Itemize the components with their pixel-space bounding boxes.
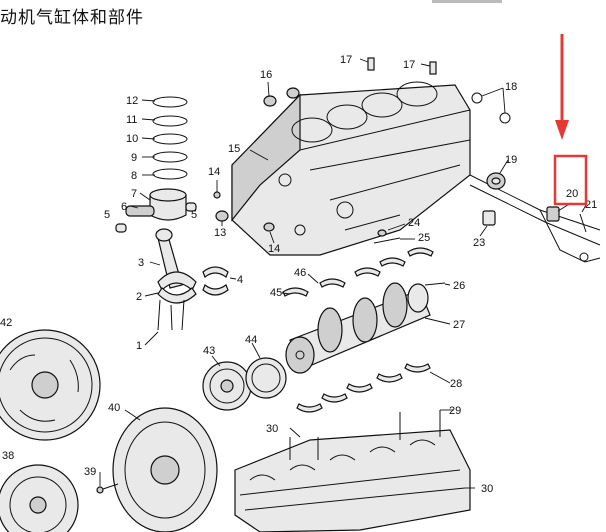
label-30-left: 30 <box>266 423 278 435</box>
label-10: 10 <box>126 133 138 145</box>
leader-lines <box>99 58 587 489</box>
connecting-rod <box>155 228 197 331</box>
cylinder-block <box>231 81 471 256</box>
label-4: 4 <box>237 274 243 286</box>
part-number-labels: 12 11 10 9 8 7 6 5 5 3 2 1 4 14 13 14 15… <box>0 54 597 495</box>
highlight-annotation <box>553 34 588 206</box>
label-1: 1 <box>136 340 142 352</box>
label-5-left: 5 <box>104 209 110 221</box>
label-17-left: 17 <box>340 54 352 66</box>
label-2: 2 <box>136 291 142 303</box>
highlight-box <box>553 154 588 206</box>
rear-main-seal <box>245 357 287 399</box>
label-13: 13 <box>214 227 226 239</box>
small-hardware-misc <box>170 191 587 331</box>
label-6: 6 <box>121 201 127 213</box>
main-bearings <box>282 247 434 413</box>
label-38: 38 <box>2 450 14 462</box>
label-11: 11 <box>126 114 137 126</box>
flywheel-bolt <box>96 483 119 494</box>
label-29: 29 <box>449 405 461 417</box>
main-cap-bolts <box>289 410 441 460</box>
label-26: 26 <box>453 280 465 292</box>
label-44: 44 <box>245 334 257 346</box>
label-30-right: 30 <box>481 483 493 495</box>
label-46: 46 <box>294 267 306 279</box>
label-19: 19 <box>505 154 517 166</box>
label-14-lower: 14 <box>268 243 280 255</box>
label-15: 15 <box>228 143 240 155</box>
lower-crankcase <box>234 429 471 532</box>
label-24: 24 <box>408 217 420 229</box>
cropped-header-fragment <box>432 0 502 3</box>
label-9: 9 <box>131 152 137 164</box>
label-42: 42 <box>0 317 12 329</box>
label-12: 12 <box>126 95 138 107</box>
reluctor-wheel <box>202 361 252 411</box>
label-25: 25 <box>418 232 430 244</box>
rod-bearings <box>202 266 229 296</box>
flywheel <box>112 407 218 532</box>
crankshaft <box>285 282 431 374</box>
label-5-right: 5 <box>191 209 197 221</box>
label-45: 45 <box>270 287 282 299</box>
label-20: 20 <box>566 188 578 200</box>
label-40: 40 <box>108 402 120 414</box>
label-16: 16 <box>260 69 272 81</box>
label-8: 8 <box>131 170 137 182</box>
piston-rings <box>152 96 188 180</box>
flexplate <box>0 329 101 441</box>
label-27: 27 <box>453 319 465 331</box>
label-39: 39 <box>84 466 96 478</box>
label-18: 18 <box>505 81 517 93</box>
small-hardware-top <box>263 57 511 190</box>
label-3: 3 <box>138 257 144 269</box>
piston-assembly <box>115 188 197 233</box>
highlight-arrow-head <box>555 120 569 140</box>
label-23: 23 <box>473 237 485 249</box>
label-14-left: 14 <box>208 166 220 178</box>
label-21: 21 <box>585 199 597 211</box>
label-43: 43 <box>203 345 215 357</box>
label-28: 28 <box>450 378 462 390</box>
clutch-assembly <box>0 464 79 532</box>
label-7: 7 <box>131 188 137 200</box>
label-17-right: 17 <box>403 59 415 71</box>
diagram-title: 动机气缸体和部件 <box>0 8 144 28</box>
